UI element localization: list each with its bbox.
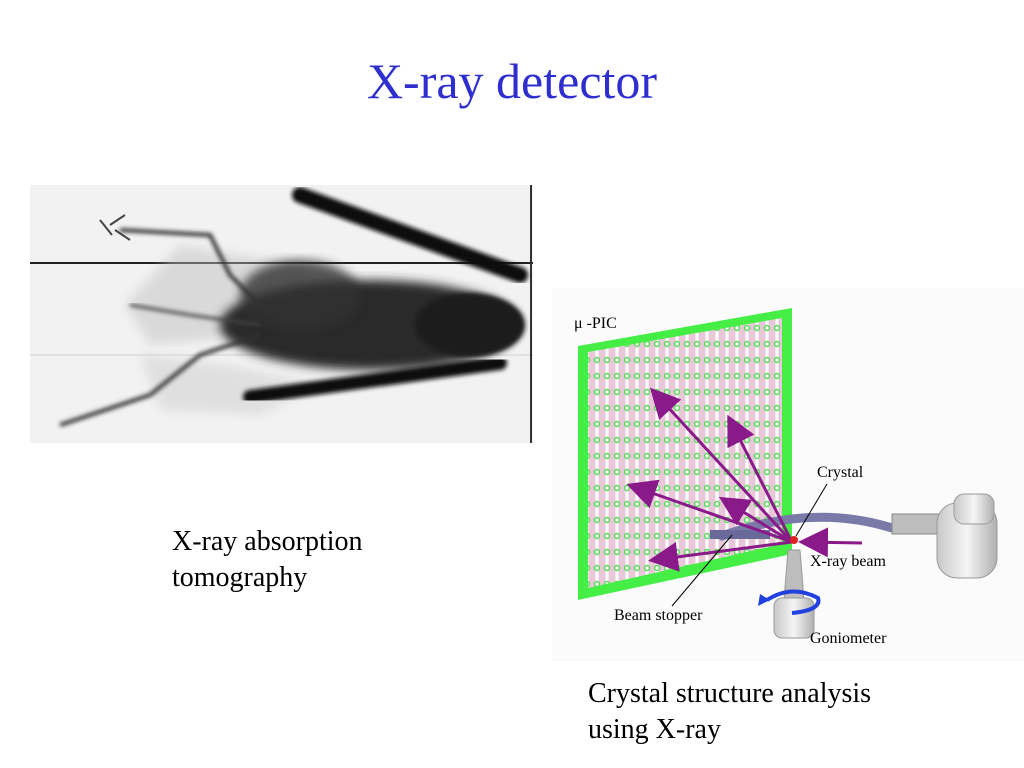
crystal-sample [790,536,798,544]
crystal-analysis-caption-line2: using X-ray [588,714,721,745]
slide-title: X-ray detector [366,53,658,109]
goniometer [758,549,821,639]
xray-tomography-image [30,185,533,443]
crystal-analysis-caption: Crystal structure analysis using X-ray [588,676,871,748]
xray-beam-label: X-ray beam [810,553,887,570]
tomography-caption-line1: X-ray absorption [172,526,363,557]
beam-arm [717,512,897,541]
crystal-analysis-diagram: μ -PIC Crystal X-ray beam Beam stopper G… [552,288,1024,662]
beam-stopper [710,530,770,539]
beam-stopper-label: Beam stopper [614,607,703,624]
goniometer-label: Goniometer [810,630,887,647]
rotation-arrow-icon [765,589,821,615]
xray-source [936,493,998,579]
detector-label: μ -PIC [574,315,617,332]
diffraction-arrows [626,387,794,572]
tomography-caption: X-ray absorption tomography [172,524,363,596]
crystal-label: Crystal [817,464,864,481]
tomography-caption-line2: tomography [172,562,308,593]
crystal-analysis-caption-line1: Crystal structure analysis [588,678,872,709]
